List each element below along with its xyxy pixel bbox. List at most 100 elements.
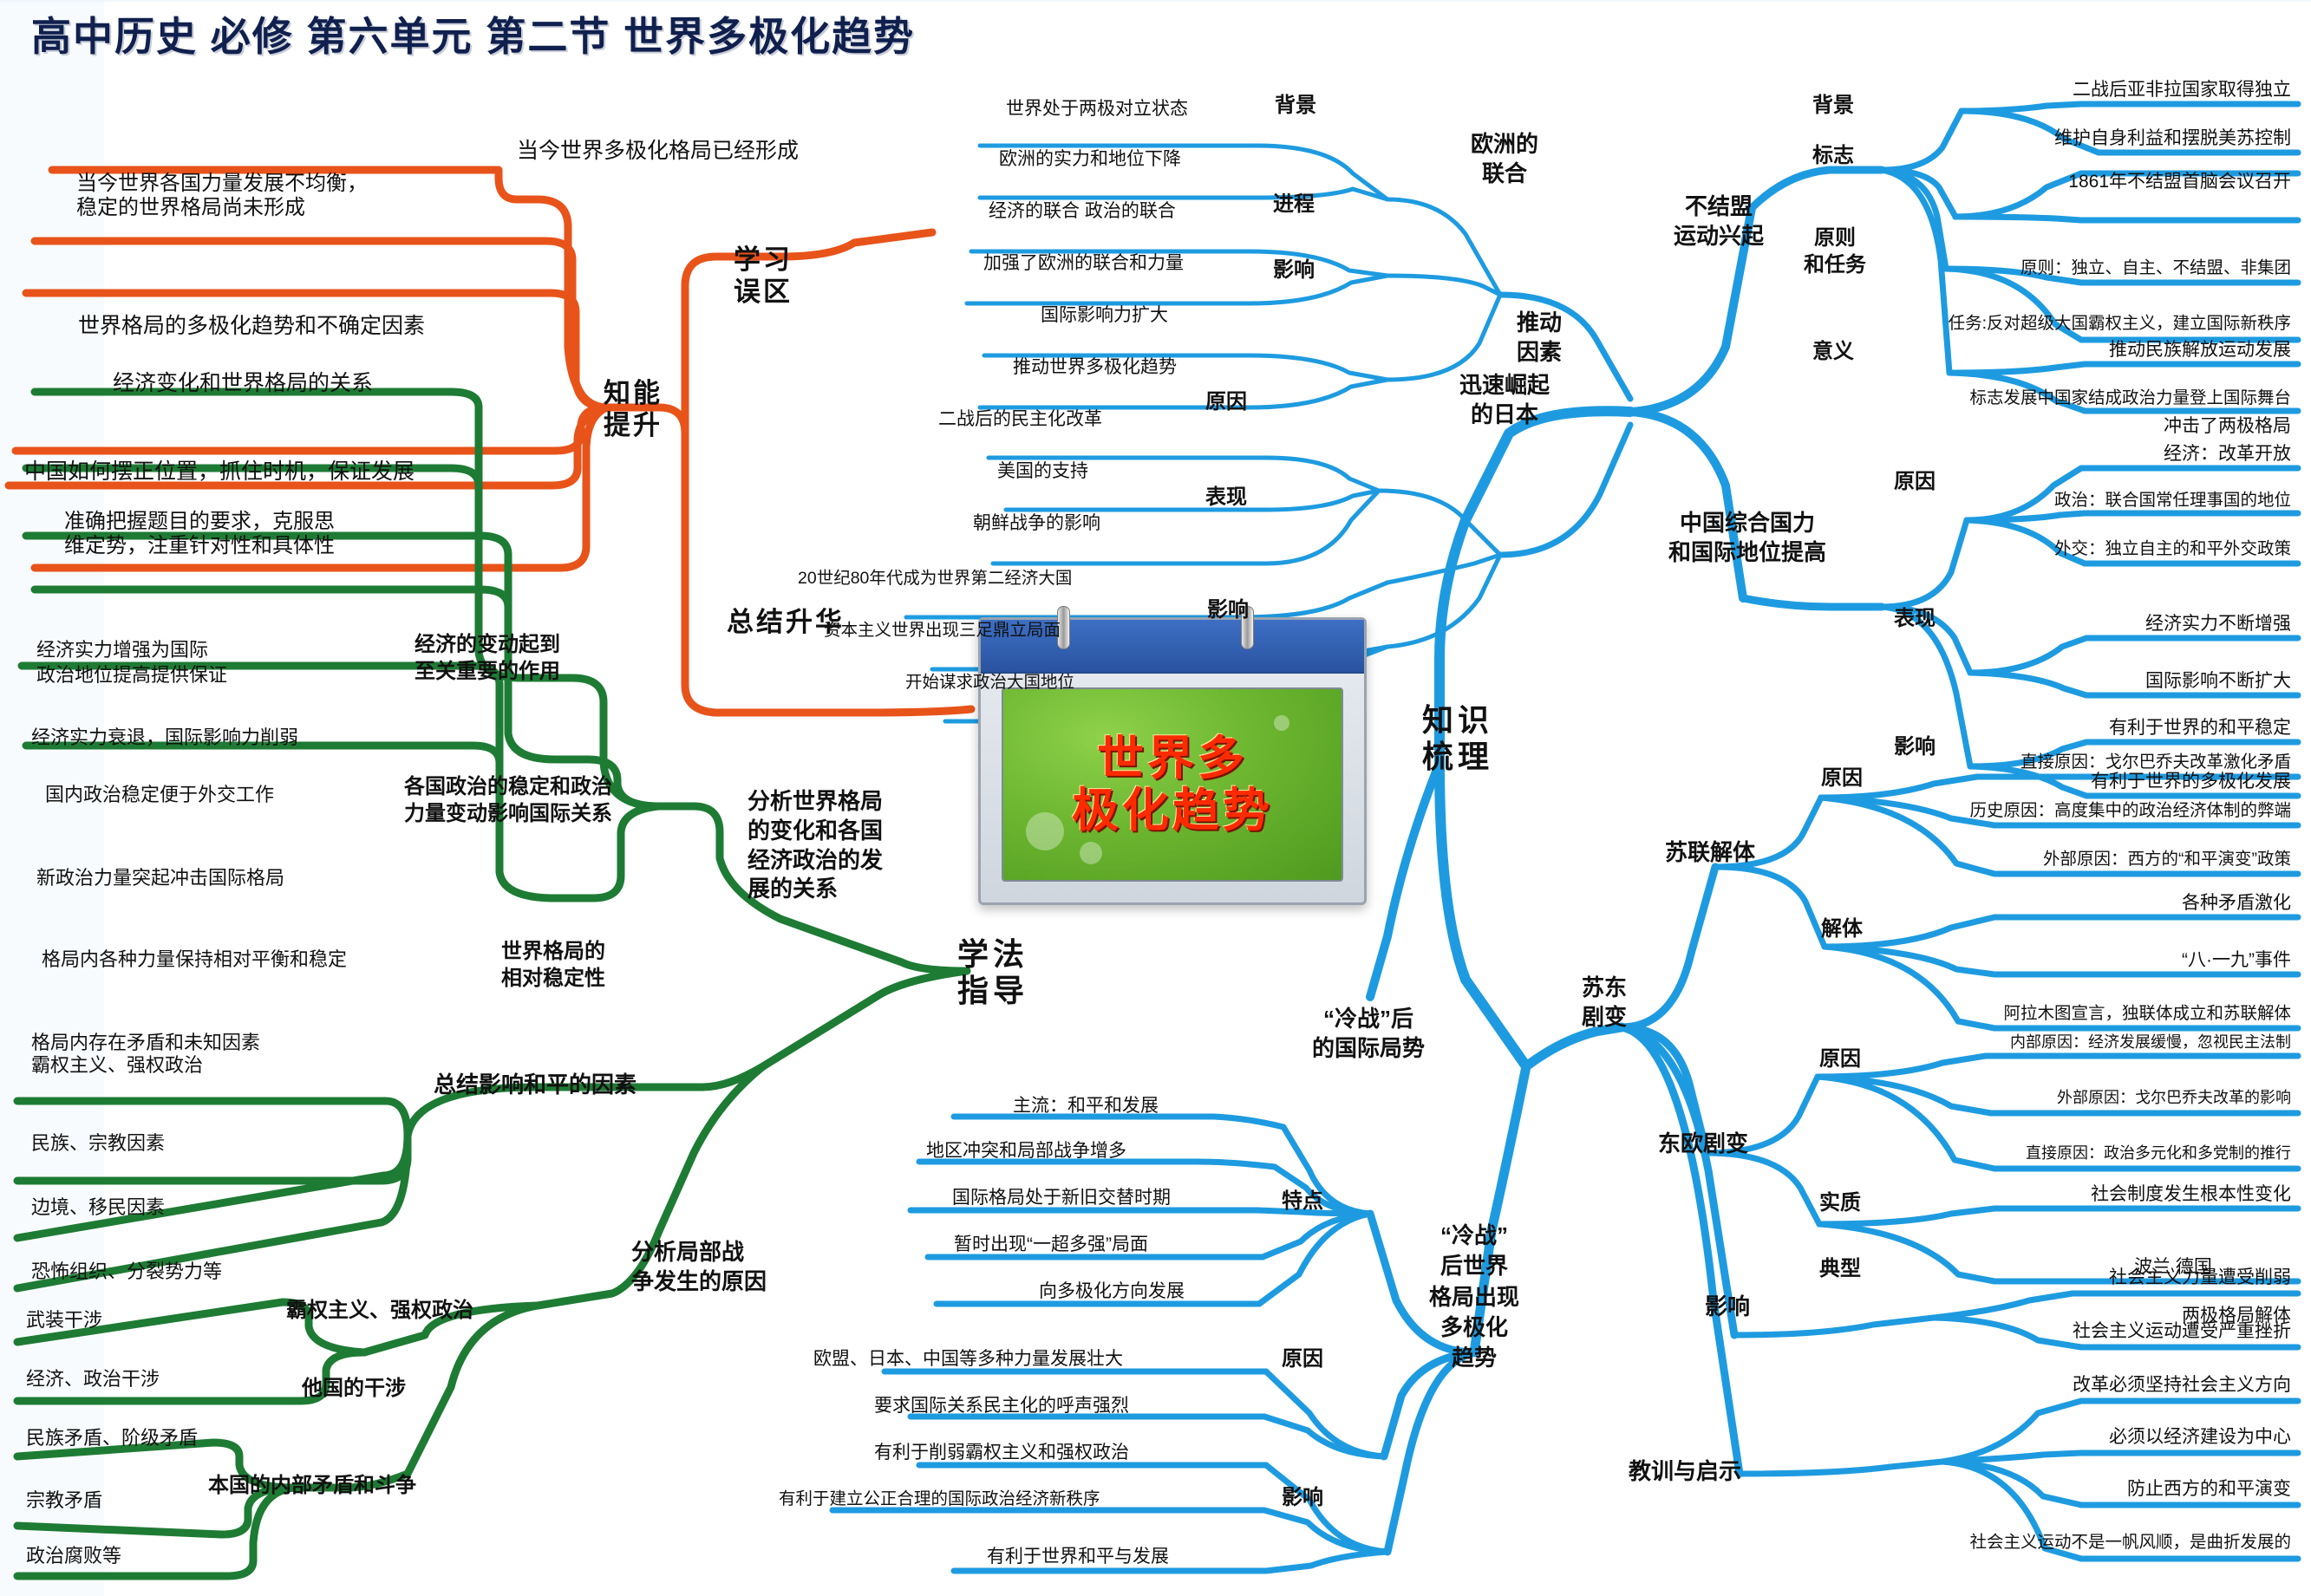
blue-china-leaf-yy-2: 外交：独立自主的和平外交政策 (2053, 539, 2291, 558)
blue-postcold-leaf-td-2: 国际格局处于新旧交替时期 (952, 1188, 1171, 1208)
blue-postcold-cat-1: 原因 (1282, 1347, 1323, 1371)
green-sub-stability-leaf-1: 格局内各种力量保持相对平衡和稳定 (42, 948, 348, 970)
blue-nonalign-leaf-yz-0: 原则：独立、自主、不结盟、非集团 (2020, 258, 2291, 277)
green-main-branch: 分析世界格局 的变化和各国 经济政治的发 展的关系 (747, 788, 884, 902)
blue-japan-leaf-yx-0: 资本主义世界出现三足鼎立局面 (824, 621, 1061, 640)
spiral-ring-right-icon (1241, 606, 1254, 649)
blue-nonalign-title: 不结盟 运动兴起 (1673, 193, 1764, 249)
green-peace-title: 总结影响和平的因素 (434, 1072, 637, 1098)
blue-china-cat-2: 影响 (1894, 735, 1936, 759)
blue-driving-factors: 推动 因素 (1516, 309, 1562, 365)
blue-japan-leaf-yy-2: 朝鲜战争的影响 (973, 513, 1100, 533)
blue-japan-leaf-bx-0: 20世纪80年代成为世界第二经济大国 (798, 569, 1073, 588)
blue-europe-title: 欧洲的 联合 (1470, 131, 1538, 186)
blue-europe-leaf-bg-1: 欧洲的实力和地位下降 (999, 149, 1181, 169)
blue-nonalign-leaf-bz-0: 1861年不结盟首脑会议召开 (2068, 172, 2291, 192)
blue-japan-leaf-yy-1: 美国的支持 (997, 461, 1088, 481)
blue-nonalign-leaf-yy-2: 冲击了两极格局 (2164, 416, 2291, 436)
blue-europe-leaf-yx-1: 推动世界多极化趋势 (1013, 357, 1177, 377)
green-war-item-1: 经济、政治干涉 (26, 1368, 160, 1390)
blue-japan-leaf-yy-0: 二战后的民主化改革 (938, 409, 1102, 429)
blue-easteu-leaf-sz-0: 社会制度发生根本性变化 (2091, 1184, 2291, 1204)
blue-lesson-cat: 教训与启示 (1629, 1458, 1742, 1484)
blue-ussr-leaf-yy-0: 直接原因：戈尔巴乔夫改革激化矛盾 (2020, 752, 2291, 772)
green-peace-item-0: 霸权主义、强权政治 (31, 1054, 204, 1076)
green-sub-politics: 各国政治的稳定和政治 力量变动影响国际关系 (404, 775, 612, 826)
green-war-item-2: 民族矛盾、阶级矛盾 (26, 1427, 199, 1449)
green-war-group-3: 本国的内部矛盾和斗争 (208, 1474, 416, 1497)
blue-ussr-leaf-jt-1: “八·一九”事件 (2182, 950, 2291, 970)
center-topic-screen: 世界多 极化趋势 (1002, 687, 1343, 882)
blue-lesson-leaf-3: 社会主义运动不是一帆风顺，是曲折发展的 (1969, 1533, 2291, 1552)
orange-item-1: 世界格局的多极化趋势和不确定因素 (78, 314, 426, 338)
green-sub-economy-leaf-2: 经济实力衰退，国际影响力削弱 (31, 726, 299, 748)
blue-nonalign-cat-2: 原则 和任务 (1804, 226, 1866, 277)
orange-top-note: 当今世界多极化格局已经形成 (517, 139, 800, 163)
blue-impact-leaf-1: 社会主义运动遭受严重挫折 (2073, 1321, 2291, 1341)
blue-europe-leaf-jc-0: 经济的联合 政治的联合 (989, 201, 1176, 221)
blue-china-cat-0: 原因 (1894, 470, 1936, 493)
green-sub-stability: 世界格局的 相对稳定性 (501, 940, 605, 991)
blue-easteu-leaf-yy-2: 直接原因：政治多元化和多党制的推行 (2026, 1144, 2291, 1162)
blue-easteu-cat-0: 原因 (1819, 1047, 1861, 1071)
blue-impact-cat: 影响 (1705, 1293, 1751, 1319)
blue-postcold-leaf-yy-1: 要求国际关系民主化的呼声强烈 (874, 1396, 1129, 1416)
green-sub-economy-leaf-1: 经济实力增强为国际 政治地位提高提供保证 (36, 639, 228, 686)
blue-easteu-cat-2: 典型 (1819, 1257, 1861, 1280)
blue-europe-leaf-bg-0: 世界处于两极对立状态 (1006, 99, 1188, 119)
blue-postcold-leaf-yy-0: 欧盟、日本、中国等多种力量发展壮大 (813, 1349, 1123, 1369)
orange-item-4: 准确把握题目的要求，克服思 维定势，注重针对性和具体性 (64, 510, 335, 558)
blue-japan-cat-0: 原因 (1205, 390, 1247, 414)
blue-lesson-leaf-2: 防止西方的和平演变 (2127, 1479, 2291, 1499)
blue-nonalign-leaf-yy-0: 推动民族解放运动发展 (2109, 340, 2291, 360)
blue-ussr-leaf-yy-2: 外部原因：西方的“和平演变”政策 (2043, 850, 2291, 869)
blue-japan-title: 迅速崛起 的日本 (1459, 372, 1550, 427)
blue-coldwar-title: “冷战”后 的国际局势 (1311, 1006, 1425, 1062)
blue-china-leaf-bx-1: 国际影响不断扩大 (2145, 671, 2291, 691)
green-peace-item-3: 恐怖组织、分裂势力等 (31, 1261, 223, 1282)
hub-study-pitfalls: 学习 误区 (734, 244, 793, 307)
blue-nonalign-cat-1: 标志 (1812, 144, 1854, 167)
blue-postcold-leaf-td-1: 地区冲突和局部战争增多 (926, 1141, 1126, 1161)
hub-summary-sublimation: 总结升华 (727, 607, 845, 637)
blue-china-leaf-bx-0: 经济实力不断增强 (2145, 614, 2291, 634)
blue-nonalign-leaf-bg-1: 维护自身利益和摆脱美苏控制 (2054, 128, 2291, 148)
green-war-group-1: 霸权主义、强权政治 (286, 1299, 473, 1322)
green-sub-politics-leaf-2: 新政治力量突起冲击国际格局 (36, 867, 285, 889)
card-header-band (981, 620, 1364, 674)
hub-knowledge-review: 知识 梳理 (1421, 702, 1493, 775)
blue-easteu-cat-1: 实质 (1819, 1191, 1861, 1215)
blue-postcold-leaf-td-3: 暂时出现“一超多强”局面 (954, 1234, 1148, 1254)
blue-ussr-leaf-jt-2: 阿拉木图宣言，独联体成立和苏联解体 (2003, 1004, 2291, 1023)
blue-easteu-leaf-yy-1: 外部原因：戈尔巴乔夫改革的影响 (2057, 1089, 2291, 1106)
blue-europe-cat-2: 影响 (1273, 258, 1315, 282)
blue-europe-leaf-jc-1: 加强了欧洲的联合和力量 (983, 253, 1184, 273)
blue-postcold-leaf-td-0: 主流：和平和发展 (1013, 1096, 1159, 1116)
orange-item-0: 当今世界各国力量发展不均衡， 稳定的世界格局尚未形成 (76, 172, 368, 220)
hub-knowledge-ability: 知能 提升 (604, 378, 663, 440)
blue-lesson-leaf-1: 必须以经济建设为中心 (2109, 1427, 2291, 1447)
green-war-item-4: 政治腐败等 (26, 1545, 122, 1567)
blue-postcold-leaf-td-4: 向多极化方向发展 (1039, 1281, 1185, 1301)
blue-nonalign-leaf-bg-0: 二战后亚非拉国家取得独立 (2073, 80, 2291, 100)
blue-postcold-cat-0: 特点 (1282, 1189, 1323, 1213)
blue-china-title: 中国综合国力 和国际地位提高 (1668, 510, 1826, 566)
green-war-group-2: 他国的干涉 (302, 1377, 406, 1400)
green-war-item-3: 宗教矛盾 (26, 1489, 103, 1511)
blue-ussr-leaf-yy-1: 历史原因：高度集中的政治经济体制的弊端 (1969, 801, 2291, 820)
blue-china-leaf-yx-0: 有利于世界的和平稳定 (2109, 718, 2291, 738)
blue-postcold-leaf-yx-0: 有利于削弱霸权主义和强权政治 (874, 1443, 1129, 1462)
blue-nonalign-leaf-yy-1: 标志发展中国家结成政治力量登上国际舞台 (1969, 388, 2291, 407)
blue-ussr-leaf-jt-0: 各种矛盾激化 (2182, 893, 2291, 913)
hub-study-method: 学法 指导 (956, 936, 1028, 1009)
blue-china-leaf-yy-1: 政治：联合国常任理事国的地位 (2053, 491, 2291, 510)
green-war-item-0: 武装干涉 (26, 1309, 103, 1331)
blue-china-leaf-yx-1: 有利于世界的多极化发展 (2091, 772, 2291, 791)
green-war-title: 分析局部战 争发生的原因 (631, 1239, 767, 1294)
center-title-line1: 世界多 (1097, 732, 1248, 785)
spiral-ring-left-icon (1057, 606, 1070, 649)
blue-china-leaf-yy-0: 经济：改革开放 (2164, 444, 2291, 464)
green-sub-economy: 经济的变动起到 至关重要的作用 (415, 633, 560, 684)
blue-postcold-cat-2: 影响 (1282, 1486, 1323, 1509)
blue-easteu-leaf-dx-0: 波兰 德国 (2134, 1257, 2212, 1277)
